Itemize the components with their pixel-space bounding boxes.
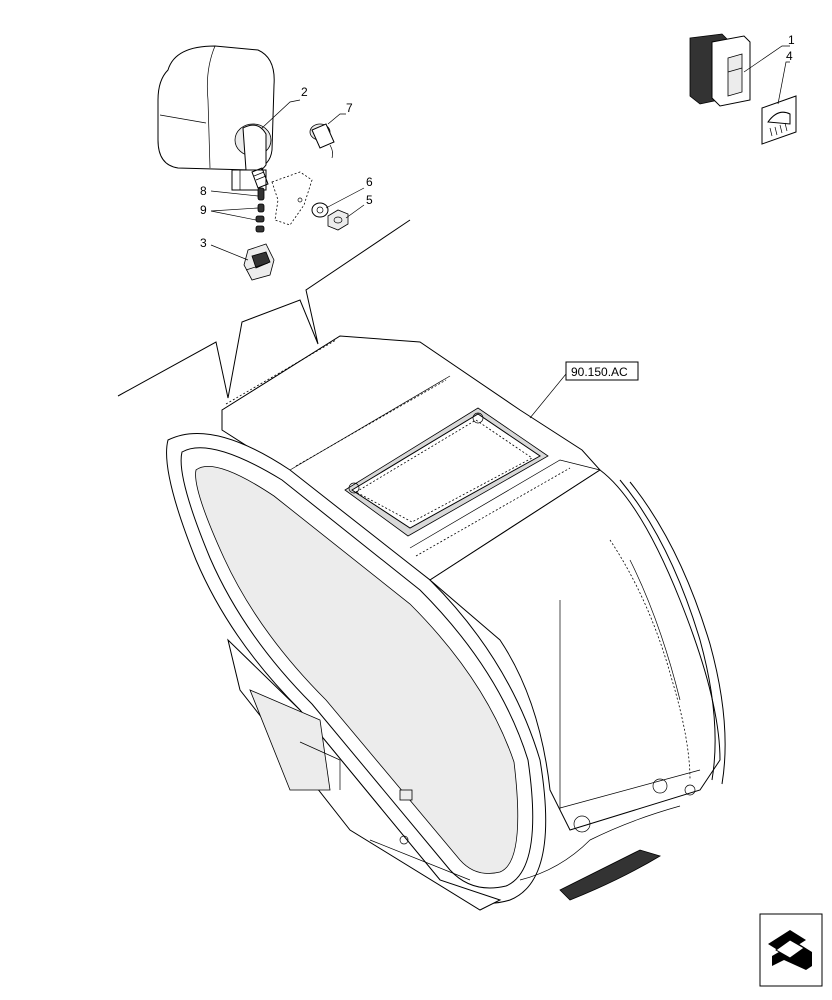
reference-label: 90.150.AC (571, 365, 628, 379)
cab-frame (221, 335, 601, 581)
cab-lower-body (227, 638, 696, 911)
next-page-arrow-icon[interactable] (759, 913, 823, 987)
callout-6: 6 (366, 175, 373, 189)
work-lamp-housing (157, 45, 275, 191)
callout-2: 2 (301, 85, 308, 99)
leader-lines-lamp (210, 99, 365, 261)
callout-5: 5 (366, 193, 373, 207)
reference-leader (529, 373, 567, 419)
plug-part (309, 123, 335, 159)
cab-side-window (429, 469, 726, 831)
rocker-switch-part (689, 33, 790, 107)
callout-7: 7 (346, 101, 353, 115)
callout-3: 3 (200, 236, 207, 250)
callout-8: 8 (200, 184, 207, 198)
screw-parts (255, 187, 265, 233)
gasket-part (271, 171, 313, 226)
perspective-guides (117, 219, 411, 399)
callout-9: 9 (200, 203, 207, 217)
reference-box[interactable]: 90.150.AC (565, 361, 639, 381)
work-light-icon (761, 61, 797, 145)
nut-part (327, 209, 349, 231)
bolt-part (251, 167, 269, 189)
callout-1: 1 (788, 33, 795, 47)
connector-part (243, 243, 275, 281)
callout-4: 4 (786, 49, 793, 63)
washer-part (311, 202, 329, 218)
